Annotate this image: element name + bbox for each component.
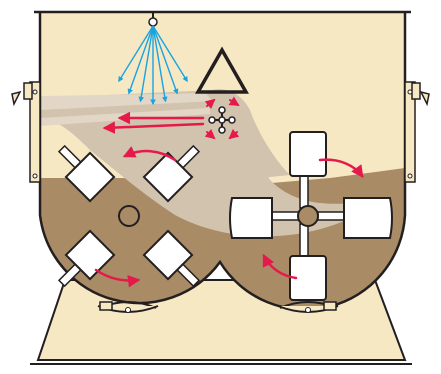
flow-arrow bbox=[228, 128, 240, 140]
paddle bbox=[343, 197, 393, 239]
spray-jet bbox=[127, 25, 154, 95]
flow-arrow bbox=[122, 146, 177, 162]
flow-arrow bbox=[204, 128, 216, 140]
flow-arrow bbox=[262, 253, 298, 280]
paddle bbox=[64, 151, 116, 203]
flow-arrow bbox=[318, 158, 364, 179]
paddle-assembly-right bbox=[229, 131, 393, 301]
paddle bbox=[229, 197, 273, 239]
paddle-assembly-left bbox=[57, 144, 201, 288]
flow-arrows bbox=[94, 96, 364, 288]
paddle bbox=[142, 229, 194, 281]
fluidized-plume-top bbox=[205, 89, 290, 178]
latch-left bbox=[11, 81, 41, 183]
spray-jet bbox=[138, 25, 154, 103]
shaft-left bbox=[118, 205, 140, 227]
shaft-right bbox=[297, 205, 319, 227]
discharge-handle-left bbox=[97, 301, 159, 313]
latch-right bbox=[404, 81, 430, 183]
housing-outline bbox=[38, 12, 407, 311]
spray-jet bbox=[152, 25, 179, 95]
paddle bbox=[64, 229, 116, 281]
flow-arrow bbox=[94, 268, 141, 288]
flow-arrow bbox=[228, 96, 240, 107]
paddle bbox=[289, 131, 327, 177]
chopper-head bbox=[194, 46, 250, 134]
spray-jets bbox=[118, 25, 188, 106]
flow-arrow bbox=[102, 121, 205, 134]
spray-jet bbox=[152, 25, 188, 83]
paddle bbox=[142, 151, 194, 203]
spray-jet bbox=[118, 25, 154, 83]
discharge-handle-right bbox=[277, 301, 339, 313]
flow-arrow bbox=[204, 98, 216, 110]
spray-jet bbox=[152, 25, 168, 103]
